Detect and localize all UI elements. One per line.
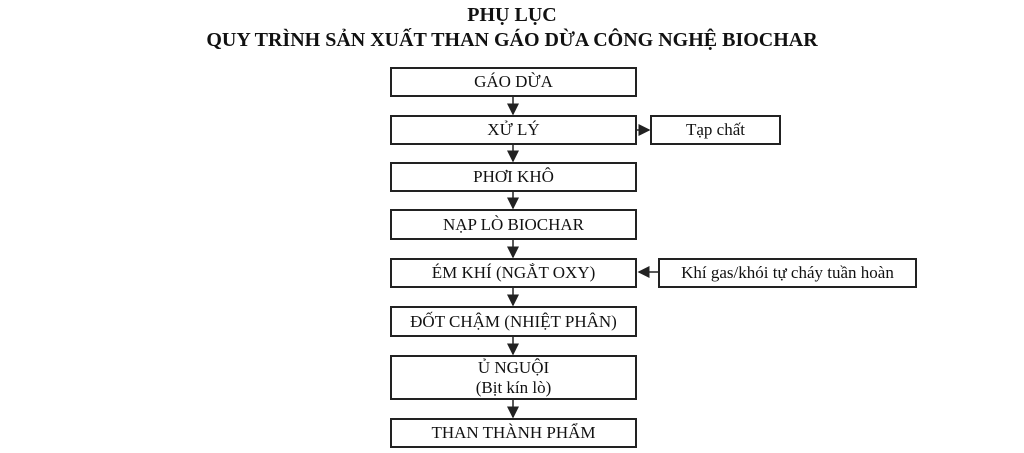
appendix-title: PHỤ LỤC: [467, 4, 557, 26]
step-load-kiln: NẠP LÒ BIOCHAR: [390, 209, 637, 240]
step-label: THAN THÀNH PHẨM: [431, 423, 596, 442]
side-label: Khí gas/khói tự cháy tuần hoàn: [681, 263, 894, 282]
step-final-product: THAN THÀNH PHẨM: [390, 418, 637, 448]
step-cut-oxygen: ÉM KHÍ (NGẮT OXY): [390, 258, 637, 288]
step-drying: PHƠI KHÔ: [390, 162, 637, 192]
step-label: NẠP LÒ BIOCHAR: [442, 214, 585, 234]
step-label: ÉM KHÍ (NGẮT OXY): [431, 263, 596, 282]
step-coconut-shell: GÁO DỪA: [390, 67, 637, 97]
side-recycled-gas: Khí gas/khói tự cháy tuần hoàn: [658, 258, 917, 288]
side-label: Tạp chất: [686, 120, 745, 139]
step-processing: XỬ LÝ: [390, 115, 637, 145]
step-label: GÁO DỪA: [474, 72, 553, 91]
step-label: Ủ NGUỘI: [477, 357, 550, 377]
step-pyrolysis: ĐỐT CHẬM (NHIỆT PHÂN): [390, 306, 637, 337]
step-label: PHƠI KHÔ: [473, 167, 554, 186]
side-impurities: Tạp chất: [650, 115, 781, 145]
step-label: XỬ LÝ: [487, 120, 540, 139]
step-sublabel: (Bịt kín lò): [475, 377, 552, 397]
step-cooling: Ủ NGUỘI(Bịt kín lò): [390, 355, 637, 400]
step-label: ĐỐT CHẬM (NHIỆT PHÂN): [410, 311, 617, 331]
process-title: QUY TRÌNH SẢN XUẤT THAN GÁO DỪA CÔNG NGH…: [206, 29, 818, 51]
